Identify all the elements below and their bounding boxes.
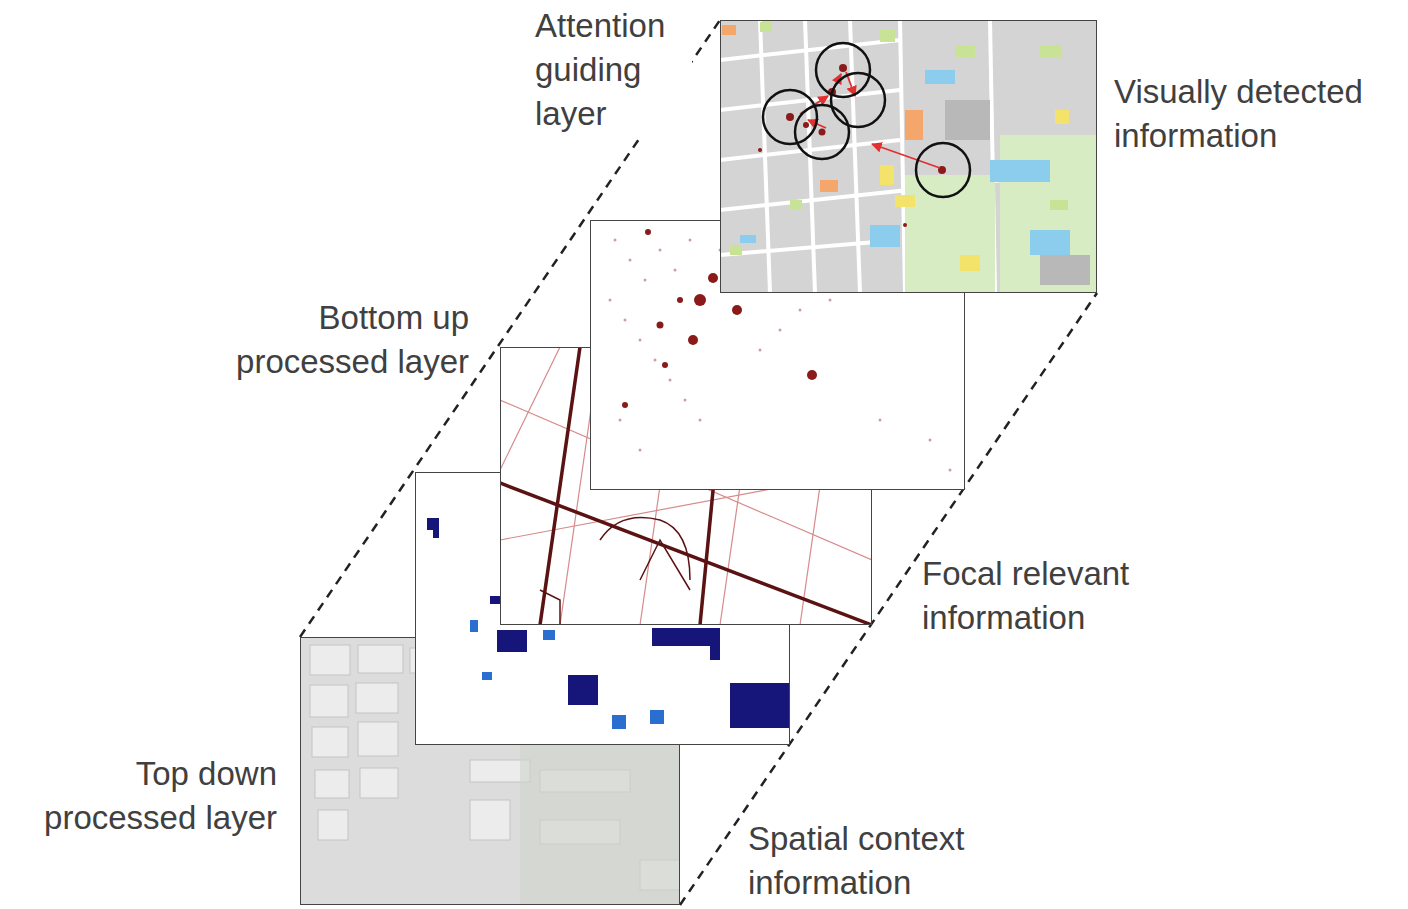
layer-label: Spatial context information [746, 817, 1005, 905]
layer-label: Top down processed layer [8, 752, 279, 840]
dashed-guides [300, 20, 1097, 905]
layer-label: Visually detected information [1112, 70, 1404, 158]
layer-label: Attention guiding layer [533, 4, 692, 136]
layer-label: Bottom up processed layer [195, 296, 471, 384]
attention-map [720, 20, 1097, 293]
layer-label: Focal relevant information [920, 552, 1174, 640]
